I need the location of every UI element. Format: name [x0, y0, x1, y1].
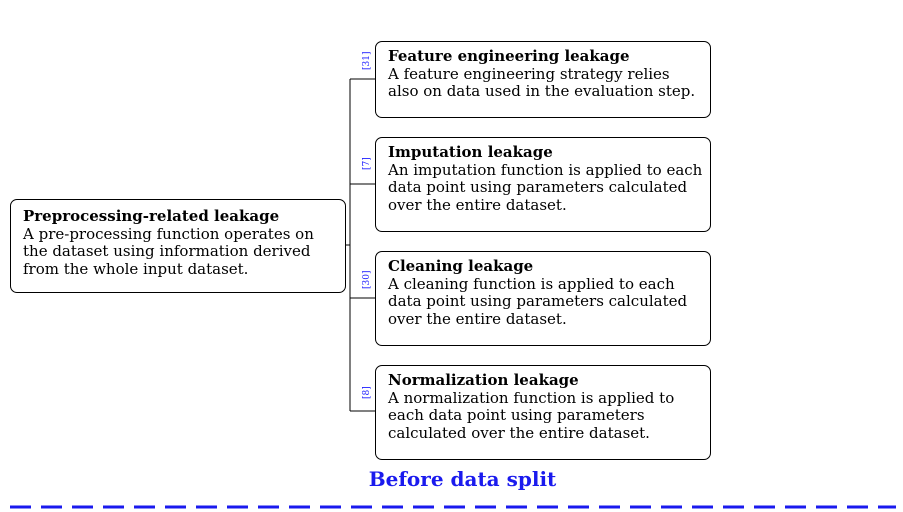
node-description: An imputation function is applied to eac…: [388, 160, 703, 214]
citation-label: [7]: [362, 157, 372, 170]
node-feature-engineering: Feature engineering leakage A feature en…: [375, 41, 711, 118]
split-label: Before data split: [368, 467, 557, 491]
node-normalization: Normalization leakage A normalization fu…: [375, 365, 711, 460]
node-title: Feature engineering leakage: [388, 47, 630, 65]
root-title: Preprocessing-related leakage: [23, 207, 280, 225]
node-description: A cleaning function is applied to each d…: [388, 274, 688, 328]
node-description: A feature engineering strategy relies al…: [388, 64, 696, 100]
citation-label: [31]: [362, 51, 372, 70]
node-cleaning: Cleaning leakage A cleaning function is …: [375, 251, 711, 346]
citation-label: [8]: [362, 386, 372, 399]
citation-label: [30]: [362, 270, 372, 289]
root-description: A pre-processing function operates on th…: [23, 224, 314, 278]
node-title: Normalization leakage: [388, 371, 579, 389]
root-node: Preprocessing-related leakage A pre-proc…: [10, 199, 346, 293]
node-title: Imputation leakage: [388, 143, 553, 161]
node-imputation: Imputation leakage An imputation functio…: [375, 137, 711, 232]
node-title: Cleaning leakage: [388, 257, 534, 275]
node-description: A normalization function is applied to e…: [388, 388, 675, 442]
split-divider: [10, 505, 896, 509]
